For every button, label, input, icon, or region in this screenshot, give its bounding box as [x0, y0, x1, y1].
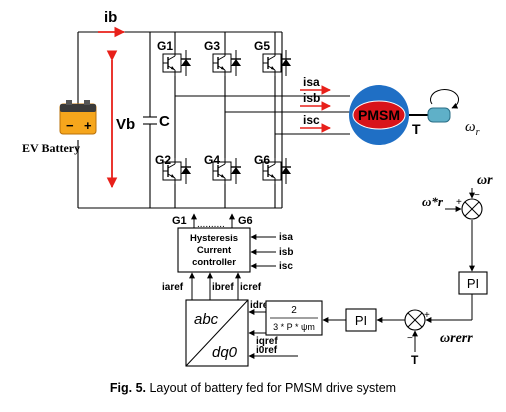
- speed-error-label: ωrerr: [440, 331, 473, 346]
- capacitor-label: C: [159, 113, 170, 130]
- gain-numerator: 2: [291, 305, 297, 316]
- battery-plus: +: [84, 118, 92, 133]
- gate-dots: ..........: [197, 219, 225, 230]
- phase-current-label: isc: [303, 113, 320, 127]
- hysteresis-title: controller: [192, 257, 236, 268]
- abc-dq0-transform: abc dq0: [185, 299, 249, 367]
- ref-current-label: icref: [240, 282, 262, 293]
- hysteresis-input-label: isc: [279, 261, 293, 272]
- ref-current-label: iaref: [162, 282, 184, 293]
- switch-label-bottom: G2: [155, 153, 171, 167]
- motor-label: PMSM: [358, 107, 400, 123]
- pmsm-drive-diagram: C ib Vb − + EV Battery G1 G3 G5 G2 G4 G6…: [22, 9, 493, 367]
- phase-current-label: isb: [303, 91, 320, 105]
- dc-current-label: ib: [104, 9, 117, 26]
- speed-sum-minus: −: [474, 190, 480, 201]
- ev-battery: − +: [59, 100, 97, 135]
- transform-bottom-label: dq0: [212, 344, 238, 361]
- torque-label: T: [412, 121, 421, 137]
- battery-minus: −: [66, 118, 74, 133]
- figure-caption: Fig. 5. Layout of battery fed for PMSM d…: [0, 381, 506, 395]
- vb-label: Vb: [116, 116, 135, 133]
- speed-ref-label: ω*r: [422, 194, 444, 209]
- hysteresis-title: Hysteresis: [190, 233, 238, 244]
- switch-label-bottom: G4: [204, 153, 220, 167]
- hysteresis-input-label: isb: [279, 247, 293, 258]
- hysteresis-input-label: isa: [279, 232, 293, 243]
- torque-sum-junction: [404, 309, 426, 331]
- inverter-legs: [174, 32, 350, 208]
- switch-label-top: G1: [157, 39, 173, 53]
- ref-current-label: ibref: [212, 282, 234, 293]
- sum-plus-sign: +: [424, 310, 430, 321]
- switch-label-top: G3: [204, 39, 220, 53]
- gate-right-label: G6: [238, 215, 253, 227]
- omega-label: ωr: [465, 119, 480, 138]
- caption-text: Layout of battery fed for PMSM drive sys…: [146, 381, 397, 395]
- speed-sum-plus: +: [456, 197, 462, 208]
- phase-current-label: isa: [303, 75, 320, 89]
- pi-outer-label: PI: [467, 276, 479, 291]
- pmsm-motor: PMSM: [349, 85, 459, 145]
- switch-g1: [162, 49, 192, 77]
- speed-feedback-label: ωr: [477, 173, 493, 188]
- switch-g3: [212, 49, 242, 77]
- transform-top-label: abc: [194, 311, 219, 328]
- switch-g5: [262, 49, 292, 77]
- speed-sum-junction: [461, 198, 483, 220]
- switch-label-bottom: G6: [254, 153, 270, 167]
- sum-minus-sign: −: [407, 333, 413, 344]
- gain-block: 2 3 * P * ψm: [265, 300, 323, 336]
- hysteresis-title: Current: [197, 245, 232, 256]
- dc-bus: [77, 31, 282, 209]
- caption-prefix: Fig. 5.: [109, 381, 146, 395]
- battery-label: EV Battery: [22, 141, 80, 155]
- dq-ref-label: iqref: [256, 336, 278, 347]
- pi-inner-label: PI: [355, 313, 367, 328]
- torque-feedback-label: T: [411, 353, 419, 367]
- dq-ref-label: idref: [250, 300, 272, 311]
- gate-left-label: G1: [172, 215, 187, 227]
- switch-label-top: G5: [254, 39, 270, 53]
- hysteresis-controller: Hysteresis Current controller: [177, 227, 251, 273]
- gain-denominator: 3 * P * ψm: [273, 322, 315, 332]
- dq-ref-label: i0ref: [256, 345, 278, 356]
- pi-controller-speed: PI: [458, 271, 488, 295]
- pi-controller-torque: PI: [345, 308, 377, 332]
